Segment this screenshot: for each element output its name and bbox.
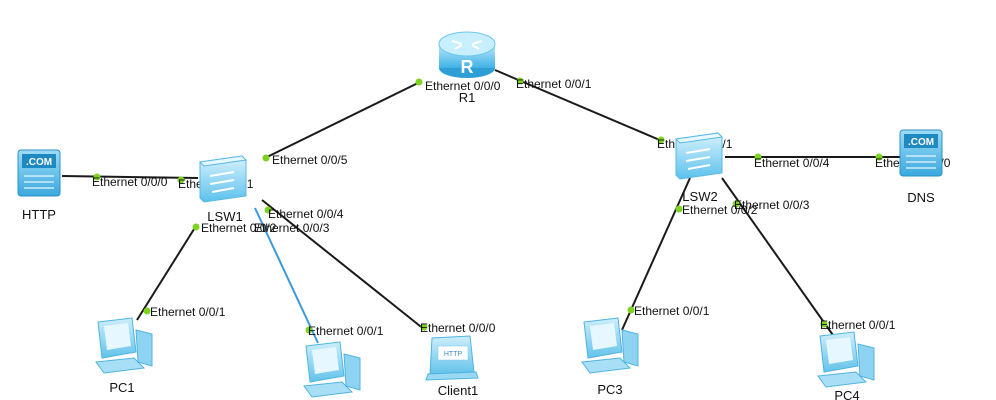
port-dots [93,77,883,334]
client-icon: HTTP [425,335,479,381]
link-lsw2-pc4[interactable] [721,177,836,339]
port-dot-pc3-e001 [627,306,635,314]
pc-label: PC1 [109,380,134,395]
server-badge: .COM [908,137,934,148]
port-dot-r1-e000 [415,78,423,86]
server-http[interactable]: .COM HTTP [17,149,61,222]
port-dot-lsw1-e001 [177,176,185,184]
port-label-r1-e000: Ethernet 0/0/0 [425,79,501,93]
server-label: DNS [907,190,935,205]
port-label-lsw1-e004: Ethernet 0/0/4 [268,207,344,221]
port-label-lsw2-e002: Ethernet 0/0/2 [682,203,758,217]
port-labels: Ethernet 0/0/0 Ethernet 0/0/1 Ethernet 0… [92,77,951,338]
port-dot-http-e000 [93,173,101,181]
port-dot-lsw2-e002 [675,205,683,213]
port-label-r1-e001: Ethernet 0/0/1 [516,77,592,91]
client-client1[interactable]: HTTP Client1 [425,335,479,398]
client-label: Client1 [438,383,478,398]
port-dot-lsw1-e004 [264,206,272,214]
port-dot-client1-e000 [420,323,428,331]
pc-icon [581,317,639,374]
port-label-http-e000: Ethernet 0/0/0 [92,175,168,189]
port-label-lsw1-e005: Ethernet 0/0/5 [272,153,348,167]
router-r1[interactable]: R R1 [438,31,496,105]
link-lsw2-pc3[interactable] [621,177,691,331]
link-lsw1-pc1[interactable] [136,225,197,321]
port-dot-pc2-e001 [305,326,313,334]
pc-pc2[interactable] [303,341,361,398]
link-lsw1-pc2[interactable] [254,207,319,344]
port-label-pc2-e001: Ethernet 0/0/1 [308,324,384,338]
port-dot-pc4-e001 [820,320,828,328]
port-dot-lsw1-e005 [262,154,270,162]
client-badge: HTTP [444,351,463,358]
pc-label: PC4 [834,388,859,400]
port-label-client1-e000: Ethernet 0/0/0 [420,321,496,335]
port-dot-lsw2-e001 [657,136,665,144]
port-dot-dns-e000 [875,153,883,161]
port-dot-lsw1-e002 [192,223,200,231]
link-r1-lsw1[interactable] [264,81,421,159]
switch-label: LSW2 [682,189,717,204]
switch-lsw2[interactable]: LSW2 [674,132,724,204]
pc-icon [95,317,153,374]
switch-icon [674,132,724,180]
port-label-lsw1-e003: Ethernet 0/0/3 [254,221,330,235]
port-dot-pc1-e001 [143,307,151,315]
port-label-lsw2-e003: Ethernet 0/0/3 [734,198,810,212]
router-label: R1 [459,90,476,105]
port-label-pc3-e001: Ethernet 0/0/1 [634,304,710,318]
port-label-pc4-e001: Ethernet 0/0/1 [820,318,896,332]
port-label-lsw2-e004: Ethernet 0/0/4 [754,156,830,170]
port-label-pc1-e001: Ethernet 0/0/1 [150,305,226,319]
server-icon: .COM [899,129,943,177]
pc-pc3[interactable]: PC3 [581,317,639,397]
port-dot-r1-e001 [516,77,524,85]
svg-text:R: R [461,57,474,77]
port-dot-lsw2-e004 [754,153,762,161]
pc-icon [817,331,875,388]
server-label: HTTP [22,207,56,222]
pc-pc4[interactable]: PC4 [817,331,875,400]
switch-icon [198,155,248,203]
switch-lsw1[interactable]: LSW1 [198,155,248,224]
pc-pc1[interactable]: PC1 [95,317,153,395]
server-badge: .COM [26,157,52,168]
server-dns[interactable]: .COM DNS [899,129,943,205]
router-icon: R [438,31,496,78]
server-icon: .COM [17,149,61,197]
link-http-lsw1[interactable] [61,175,199,179]
switch-label: LSW1 [207,209,242,224]
port-dot-lsw2-e003 [732,200,740,208]
pc-icon [303,341,361,398]
link-lsw1-client1[interactable] [261,199,426,331]
pc-label: PC3 [597,382,622,397]
port-label-lsw1-e002: Ethernet 0/0/2 [201,221,277,235]
